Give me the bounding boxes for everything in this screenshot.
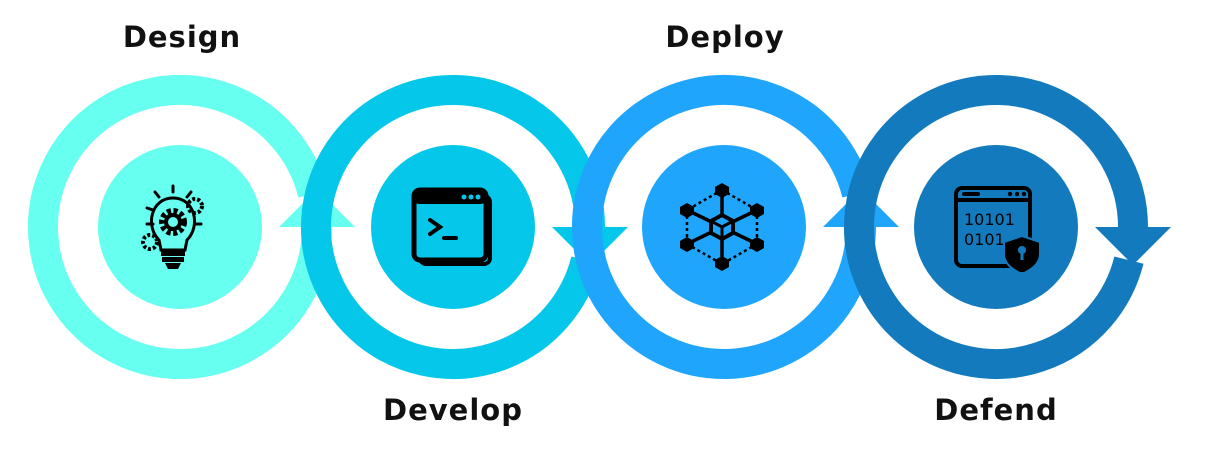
ring-arc [301,75,605,379]
stage-label-defend: Defend [934,393,1058,427]
binary-line-2: 0101 [964,230,1005,249]
terminal-window-icon [411,187,492,266]
stage-label-design: Design [122,20,242,54]
stage-label-develop: Develop [383,393,523,427]
binary-line-1: 10101 [964,210,1015,229]
stage-disc [914,145,1078,309]
stage-label-deploy: Deploy [665,20,785,54]
ring-arc [28,75,332,379]
lightbulb-gears-icon [141,184,204,269]
network-cube-icon [680,183,764,271]
secure-code-window-icon: 10101 0101 [954,186,1041,272]
ring-arc [844,75,1148,379]
arrow-down-icon [1095,227,1171,265]
stage-defend [844,75,1171,379]
ring-arc [572,75,876,379]
